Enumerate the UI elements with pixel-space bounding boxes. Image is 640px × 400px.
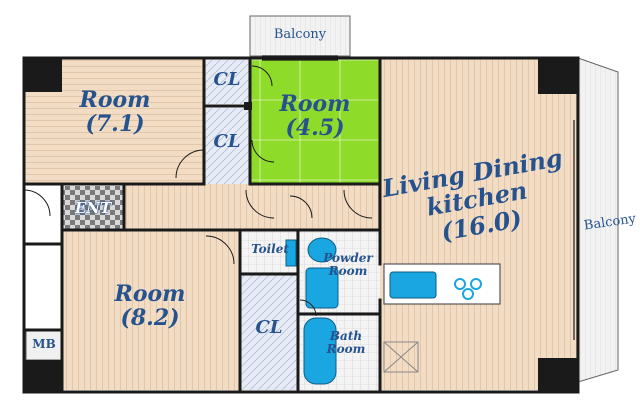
japanese-room-floor <box>250 58 380 184</box>
room-south-label: Room (8.2) <box>90 281 210 332</box>
entrance-label: ENT <box>74 199 112 217</box>
windows <box>262 55 579 340</box>
stove <box>454 278 482 300</box>
doors <box>23 65 373 317</box>
bath-room-label: Bath Room <box>316 329 376 357</box>
room-west-size: (7.1) <box>85 111 145 138</box>
room-west-label: Room (7.1) <box>60 87 170 138</box>
japanese-room-label: Room (4.5) <box>260 91 370 142</box>
room-south-name: Room <box>114 281 186 307</box>
ldk-floor <box>380 58 578 390</box>
closet-2-label: CL <box>213 131 241 152</box>
room-south-size: (8.2) <box>120 305 180 332</box>
washer-space <box>305 267 339 309</box>
closet-3-floor <box>240 274 298 390</box>
bath-room-line2: Room <box>326 342 366 357</box>
balcony-top <box>249 15 351 57</box>
bathtub <box>303 317 337 385</box>
balcony-top-label: Balcony <box>273 27 327 42</box>
toilet-label: Toilet <box>251 242 289 256</box>
powder-room-line1: Powder <box>323 251 373 265</box>
powder-room-line2: Room <box>328 264 368 279</box>
closet-2-floor <box>204 108 250 184</box>
japanese-room-size: (4.5) <box>285 115 345 142</box>
storage-west <box>23 243 63 331</box>
entrance-floor <box>62 186 124 230</box>
room-south-floor <box>62 230 240 390</box>
columns <box>24 58 578 392</box>
closet-1-label: CL <box>213 69 241 90</box>
kitchen-sink <box>389 271 437 299</box>
closet-1-floor <box>204 58 250 104</box>
bath-room-line1: Bath <box>329 329 363 343</box>
meter-box-label: MB <box>32 337 56 351</box>
japanese-room-name: Room <box>279 91 351 117</box>
powder-room-label: Powder Room <box>318 251 378 279</box>
washbasin <box>307 237 337 263</box>
closet-3-label: CL <box>255 317 283 338</box>
room-west-name: Room <box>79 87 151 113</box>
toilet-fixture <box>285 239 297 267</box>
walls <box>22 56 580 394</box>
ventilation-shaft <box>383 341 419 373</box>
